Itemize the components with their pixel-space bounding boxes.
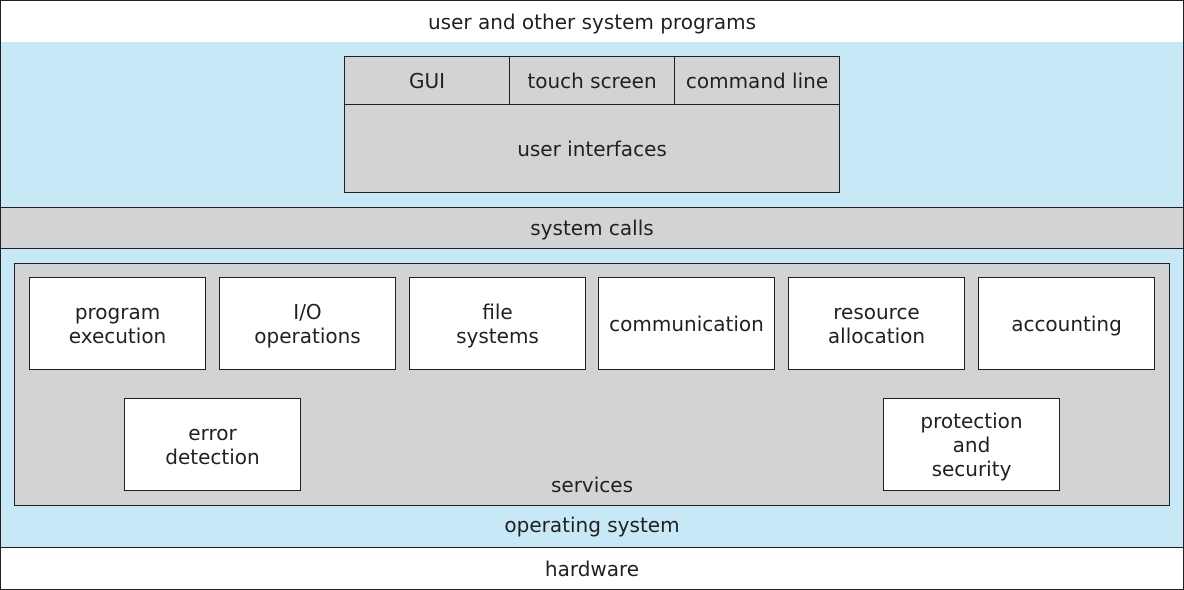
service-protection-and-security: protection and security xyxy=(883,398,1060,491)
user-interfaces-label: user interfaces xyxy=(517,137,667,161)
operating-system-label: operating system xyxy=(504,513,680,537)
service-accounting: accounting xyxy=(978,277,1155,370)
user-programs-label: user and other system programs xyxy=(427,9,757,34)
service-protection-and-security-label: protection and security xyxy=(920,408,1023,481)
services-label: services xyxy=(550,473,634,497)
service-program-execution: program execution xyxy=(29,277,206,370)
ui-touch-screen-box: touch screen xyxy=(509,56,675,105)
service-error-detection-label: error detection xyxy=(165,420,260,469)
ui-gui-label: GUI xyxy=(408,68,446,93)
service-communication: communication xyxy=(598,277,775,370)
service-accounting-label: accounting xyxy=(1011,311,1122,336)
ui-touch-screen-label: touch screen xyxy=(527,68,657,93)
service-io-operations-label: I/O operations xyxy=(254,299,361,348)
ui-gui-box: GUI xyxy=(344,56,510,105)
system-calls-layer: system calls xyxy=(0,207,1184,249)
service-program-execution-label: program execution xyxy=(68,299,167,348)
ui-command-line-box: command line xyxy=(674,56,840,105)
service-file-systems: file systems xyxy=(409,277,586,370)
service-resource-allocation-label: resource allocation xyxy=(827,299,926,348)
service-io-operations: I/O operations xyxy=(219,277,396,370)
service-communication-label: communication xyxy=(609,311,764,336)
ui-command-line-label: command line xyxy=(685,68,829,93)
hardware-label: hardware xyxy=(544,556,640,581)
service-file-systems-label: file systems xyxy=(456,299,539,348)
hardware-layer: hardware xyxy=(0,547,1184,590)
user-programs-layer: user and other system programs xyxy=(0,0,1184,43)
service-resource-allocation: resource allocation xyxy=(788,277,965,370)
service-error-detection: error detection xyxy=(124,398,301,491)
system-calls-label: system calls xyxy=(530,216,654,240)
